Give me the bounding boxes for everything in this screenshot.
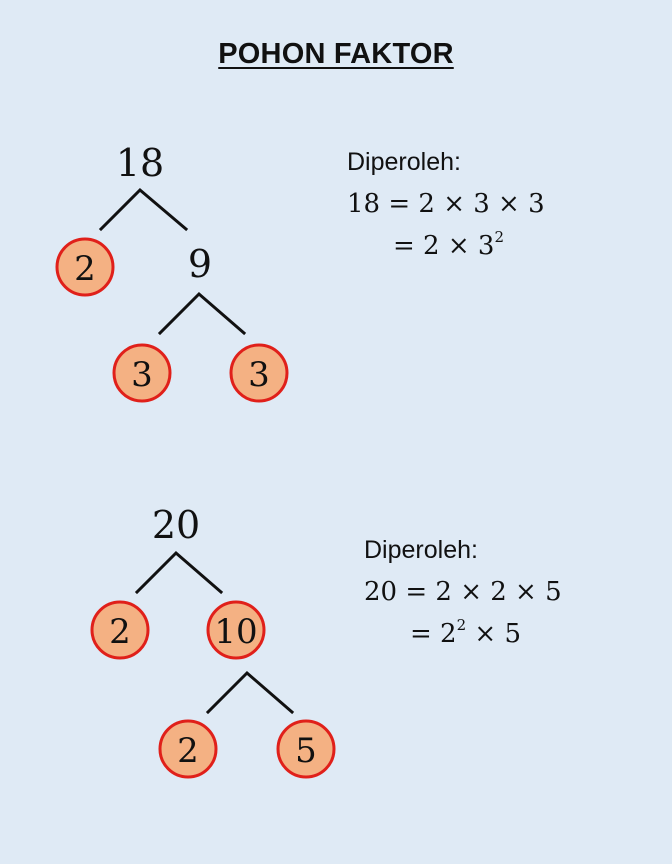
tree1-leaf-2: 2 [74,249,96,289]
tree2-child-circle-left [158,719,218,779]
tree2-leaf-2: 2 [109,612,131,652]
tree1-child-circle-left [112,343,172,403]
factor-tree-18: 18 2 9 3 3 [55,141,289,403]
tree2-node-circle [206,600,266,660]
tree1-branch-9 [157,291,247,336]
tree1-line2-exponent: 2 [494,228,504,246]
tree2-child-circle-right [276,719,336,779]
tree1-root: 18 [116,141,164,185]
tree1-child-right: 3 [248,355,270,395]
tree1-result: Diperoleh: 18 = 2 × 3 × 3 = 2 × 32 [347,141,545,267]
tree2-result: Diperoleh: 20 = 2 × 2 × 5 = 22 × 5 [364,529,562,655]
tree2-branch-10 [205,670,295,715]
tree1-child-left: 3 [131,355,153,395]
tree2-node-10: 10 [214,612,257,652]
tree1-node-9: 9 [188,242,212,286]
factor-tree-20: 20 2 10 2 5 [90,503,336,779]
tree1-result-line1: 18 = 2 × 3 × 3 [347,189,545,219]
tree2-result-line1: 20 = 2 × 2 × 5 [364,577,562,607]
tree2-child-right: 5 [295,731,317,771]
tree2-line2-prefix: = 2 [410,619,457,649]
tree1-branch-root [98,187,189,232]
tree1-result-line2: = 2 × 32 [347,225,545,267]
tree2-branch-root [134,550,224,595]
tree2-result-line2: = 22 × 5 [364,613,562,655]
tree1-child-circle-right [229,343,289,403]
tree2-result-label: Diperoleh: [364,536,478,564]
tree2-leaf-circle [90,600,150,660]
tree2-line2-suffix: × 5 [466,619,521,649]
tree2-root: 20 [152,503,200,547]
page-title: POHON FAKTOR [218,38,454,70]
tree2-line2-exponent: 2 [456,616,467,634]
tree2-child-left: 2 [177,731,199,771]
tree1-line2-prefix: = 2 × 3 [393,231,495,261]
tree1-result-label: Diperoleh: [347,148,461,176]
tree1-leaf-circle [55,237,115,297]
